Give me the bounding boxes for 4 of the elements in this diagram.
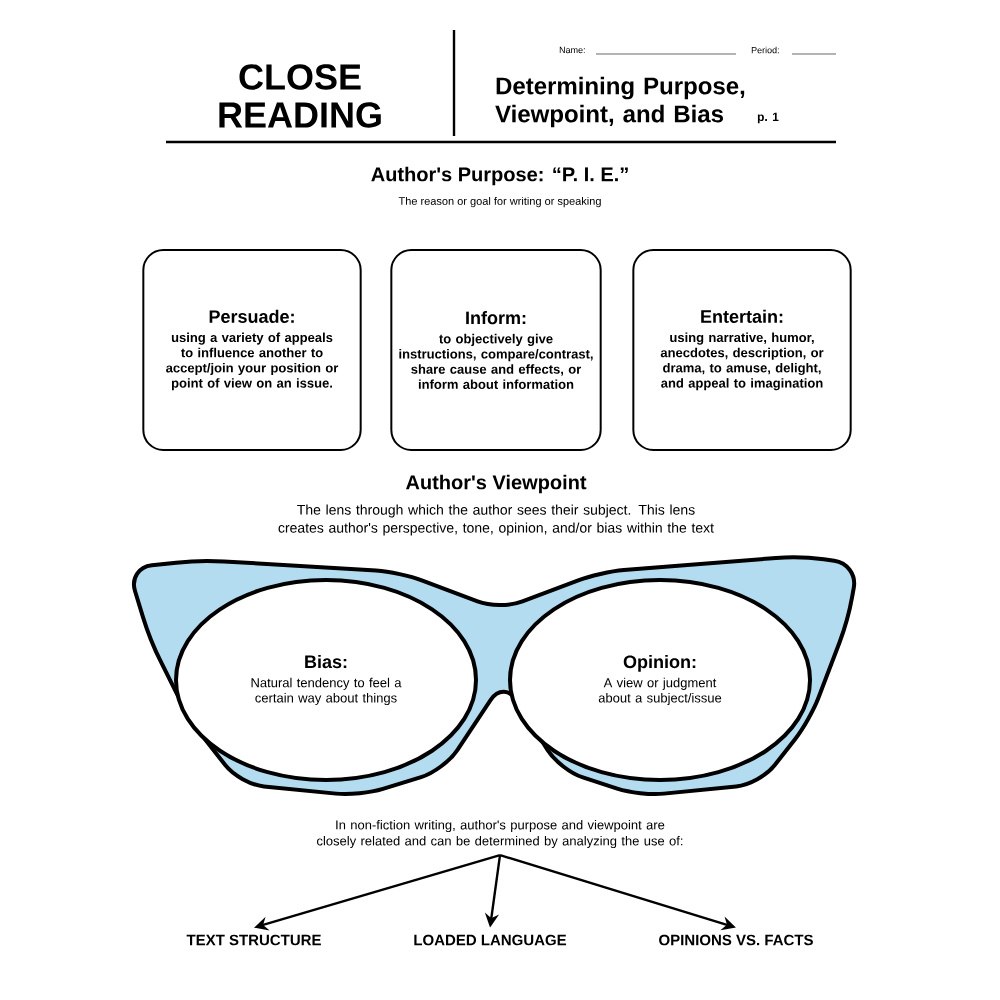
section-heading: Author's Purpose: “P. I. E.”: [371, 166, 628, 186]
heading: CLOSE READING: [219, 64, 381, 128]
title: Determining Purpose, Viewpoint, and Bias: [495, 76, 745, 128]
section-heading: Author's Viewpoint: [406, 474, 587, 494]
